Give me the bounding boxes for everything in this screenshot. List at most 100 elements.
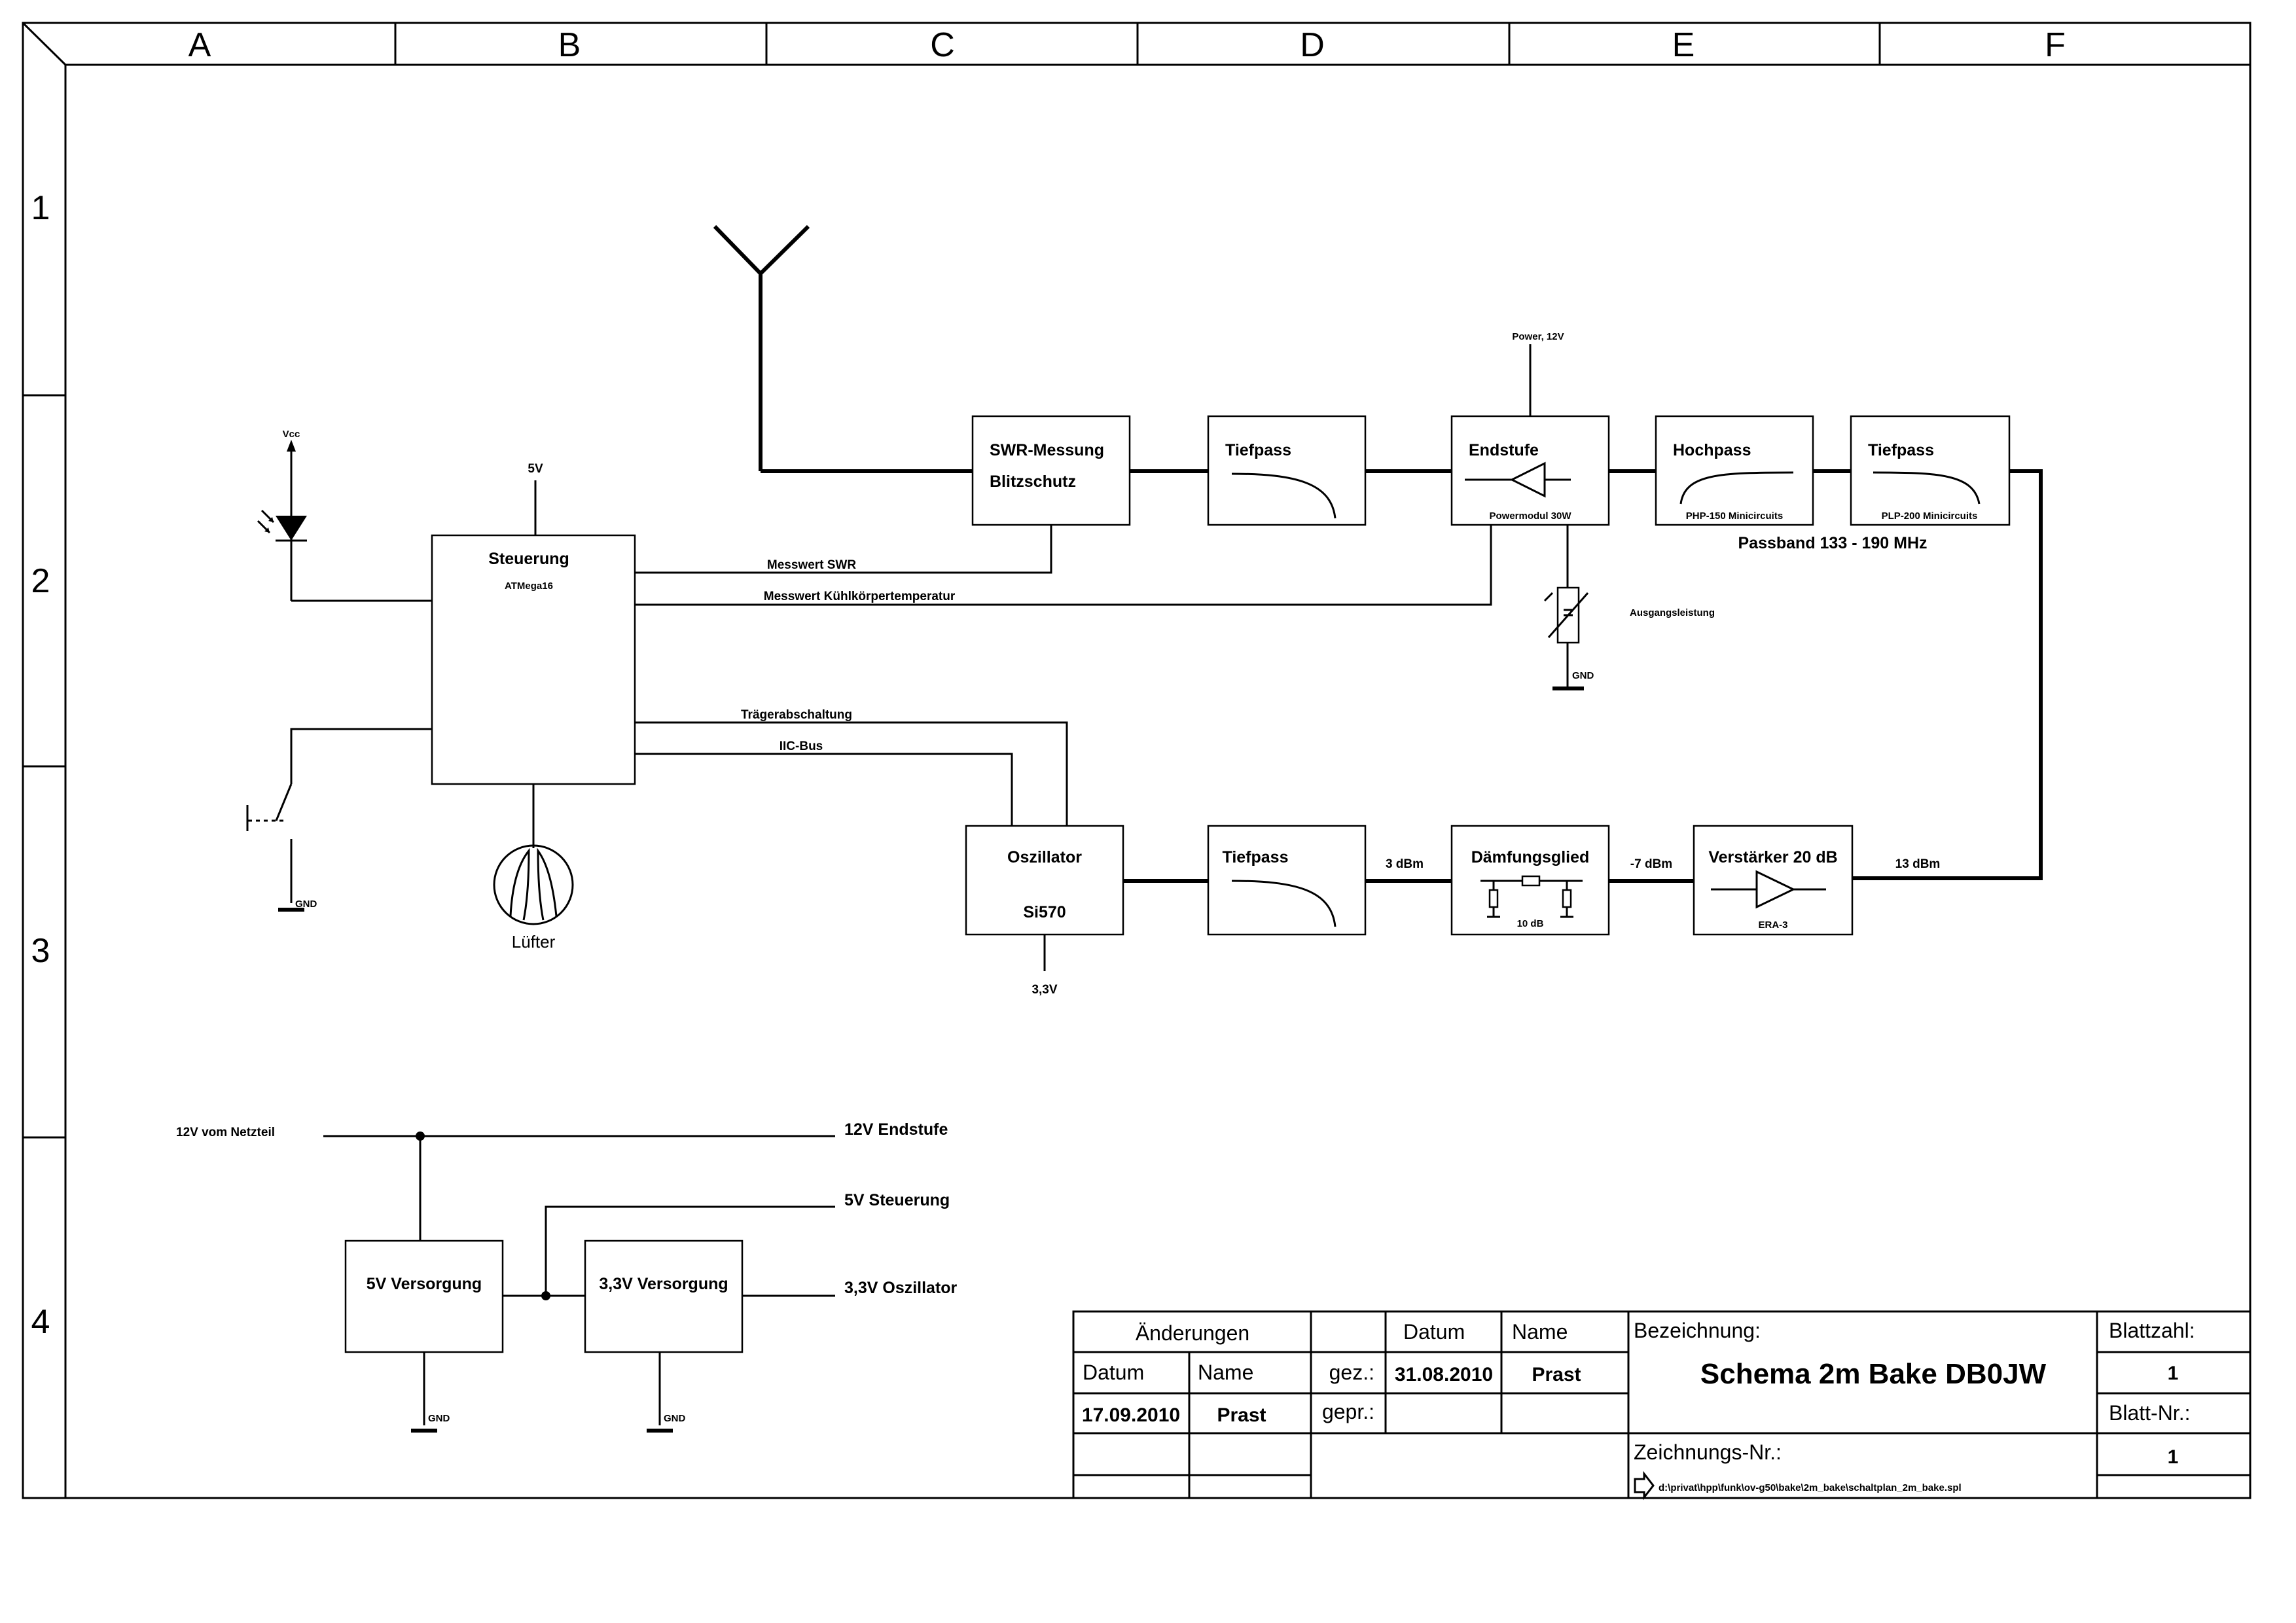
5v-supply-label: 5V Versorgung	[367, 1275, 482, 1293]
gez-name-value: Prast	[1532, 1364, 1581, 1385]
lowpass-filter-2: Tiefpass PLP-200 Minicircuits	[1850, 415, 2011, 526]
attenuator-resistor-icon	[1521, 875, 1541, 887]
lowpass-filter-3: Tiefpass	[1207, 825, 1367, 936]
lowpass-2-sub-label: PLP-200 Minicircuits	[1882, 510, 1978, 522]
switch-icon	[275, 783, 293, 821]
drawing-title: Schema 2m Bake DB0JW	[1700, 1358, 2047, 1390]
5v-gnd-label: GND	[428, 1413, 450, 1424]
messwert-swr-label: Messwert SWR	[767, 558, 856, 572]
highpass-filter: Hochpass PHP-150 Minicircuits	[1655, 415, 1814, 526]
gepr-label: gepr.:	[1322, 1400, 1374, 1423]
attenuator-block: Dämfungsglied 10 dB	[1450, 825, 1610, 936]
bezeichnung-label: Bezeichnung:	[1634, 1319, 1761, 1342]
netzteil-label: 12V vom Netzteil	[176, 1126, 275, 1139]
endstufe-sub-label: Powermodul 30W	[1489, 510, 1571, 522]
sign-datum-header: Datum	[1403, 1320, 1465, 1344]
change-datum-header: Datum	[1083, 1361, 1144, 1384]
highpass-sub-label: PHP-150 Minicircuits	[1686, 510, 1783, 522]
traeger-label: Trägerabschaltung	[741, 708, 852, 722]
gez-date-value: 31.08.2010	[1395, 1364, 1493, 1385]
oscillator-block: Oszillator Si570 3,3V	[965, 825, 1124, 997]
atmega-label: ATMega16	[505, 580, 553, 592]
3v3-supply-label: 3,3V Versorgung	[599, 1275, 728, 1293]
daempfung-sub-label: 10 dB	[1517, 918, 1544, 929]
amplifier-block: Verstärker 20 dB ERA-3	[1693, 825, 1854, 936]
swr-measurement-block: SWR-Messung Blitzschutz	[971, 415, 1131, 526]
lowpass-3-label: Tiefpass	[1223, 848, 1289, 866]
arrow-right-icon	[1634, 1471, 1655, 1501]
3v3-gnd-label: GND	[664, 1413, 686, 1424]
column-label-c: C	[930, 26, 955, 64]
led-icon	[276, 516, 307, 541]
luefter-label: Lüfter	[512, 932, 556, 952]
iic-bus-wire	[635, 753, 1013, 826]
amplifier-icon	[1755, 870, 1796, 909]
steuerung-label: Steuerung	[488, 550, 569, 568]
lowpass-1-label: Tiefpass	[1225, 441, 1291, 459]
column-label-d: D	[1300, 26, 1325, 64]
blattzahl-label: Blattzahl:	[2109, 1319, 2195, 1342]
power-12v-label: Power, 12V	[1512, 331, 1564, 342]
gnd-label: GND	[1572, 670, 1594, 681]
row-label-2: 2	[31, 562, 50, 600]
daempfung-label: Dämfungsglied	[1471, 848, 1590, 866]
switch-gnd-label: GND	[295, 899, 317, 910]
level-13dbm-label: 13 dBm	[1895, 857, 1941, 871]
blatt-nr-value: 1	[2168, 1446, 2179, 1468]
lowpass-2-label: Tiefpass	[1868, 441, 1934, 459]
fan-symbol: Lüfter	[493, 784, 574, 952]
messwert-swr-wire	[635, 525, 1052, 574]
swr-label: SWR-Messung	[990, 441, 1104, 459]
iic-bus-label: IIC-Bus	[780, 740, 823, 753]
title-block: Änderungen Datum Name 17.09.2010 Prast D…	[1072, 1310, 2251, 1501]
change-date-value: 17.09.2010	[1082, 1404, 1180, 1426]
level-3dbm-label: 3 dBm	[1386, 857, 1424, 871]
traeger-wire	[635, 721, 1068, 826]
gez-label: gez.:	[1329, 1361, 1374, 1384]
oscillator-3v3-label: 3,3V	[1031, 983, 1057, 997]
lowpass-3-curve-icon	[1231, 880, 1336, 927]
row-label-3: 3	[31, 932, 50, 970]
5v-steuerung-label: 5V Steuerung	[844, 1191, 950, 1209]
lowpass-filter-1: Tiefpass	[1207, 415, 1367, 526]
5v-supply-block	[344, 1240, 504, 1353]
column-label-e: E	[1672, 26, 1695, 64]
controller-5v-label: 5V	[528, 462, 543, 476]
messwert-temp-wire	[635, 525, 1492, 606]
row-label-4: 4	[31, 1303, 50, 1341]
lowpass-curve-icon	[1231, 473, 1336, 519]
change-name-header: Name	[1198, 1361, 1253, 1384]
aenderungen-header: Änderungen	[1136, 1321, 1249, 1345]
return-wire	[1852, 469, 2043, 880]
verstaerker-sub-label: ERA-3	[1758, 919, 1787, 931]
controller-block: 5V Steuerung ATMega16	[431, 462, 636, 785]
fan-icon	[493, 844, 574, 925]
passband-label: Passband 133 - 190 MHz	[1738, 534, 1927, 552]
antenna-symbol	[713, 224, 810, 471]
power-amplifier-block: Power, 12V Endstufe Powermodul 30W	[1450, 331, 1610, 526]
endstufe-label: Endstufe	[1469, 441, 1539, 459]
oszillator-label: Oszillator	[1007, 848, 1082, 866]
status-led: Vcc	[257, 429, 432, 602]
ausgangsleistung-label: Ausgangsleistung	[1630, 607, 1715, 618]
3v3-supply-block	[584, 1240, 744, 1353]
highpass-label: Hochpass	[1673, 441, 1751, 459]
column-label-b: B	[558, 26, 581, 64]
row-label-1: 1	[31, 189, 50, 227]
si570-label: Si570	[1023, 903, 1066, 921]
frame-corner-diagonal	[22, 22, 67, 66]
blatt-nr-label: Blatt-Nr.:	[2109, 1401, 2190, 1425]
level-m7dbm-label: -7 dBm	[1630, 857, 1672, 871]
lowpass-2-curve-icon	[1873, 471, 1981, 505]
file-path-value: d:\privat\hpp\funk\ov-g50\bake\2m_bake\s…	[1659, 1482, 1962, 1493]
blitzschutz-label: Blitzschutz	[990, 473, 1076, 491]
highpass-curve-icon	[1679, 471, 1794, 505]
3v3-oszillator-label: 3,3V Oszillator	[844, 1279, 958, 1297]
power-supply-section: 12V vom Netzteil 12V Endstufe 5V Versorg…	[176, 1120, 958, 1433]
column-label-a: A	[188, 26, 211, 64]
12v-endstufe-label: 12V Endstufe	[844, 1120, 948, 1139]
blattzahl-value: 1	[2168, 1363, 2179, 1384]
push-switch: GND	[246, 728, 432, 912]
zeichnungs-nr-label: Zeichnungs-Nr.:	[1634, 1440, 1782, 1464]
